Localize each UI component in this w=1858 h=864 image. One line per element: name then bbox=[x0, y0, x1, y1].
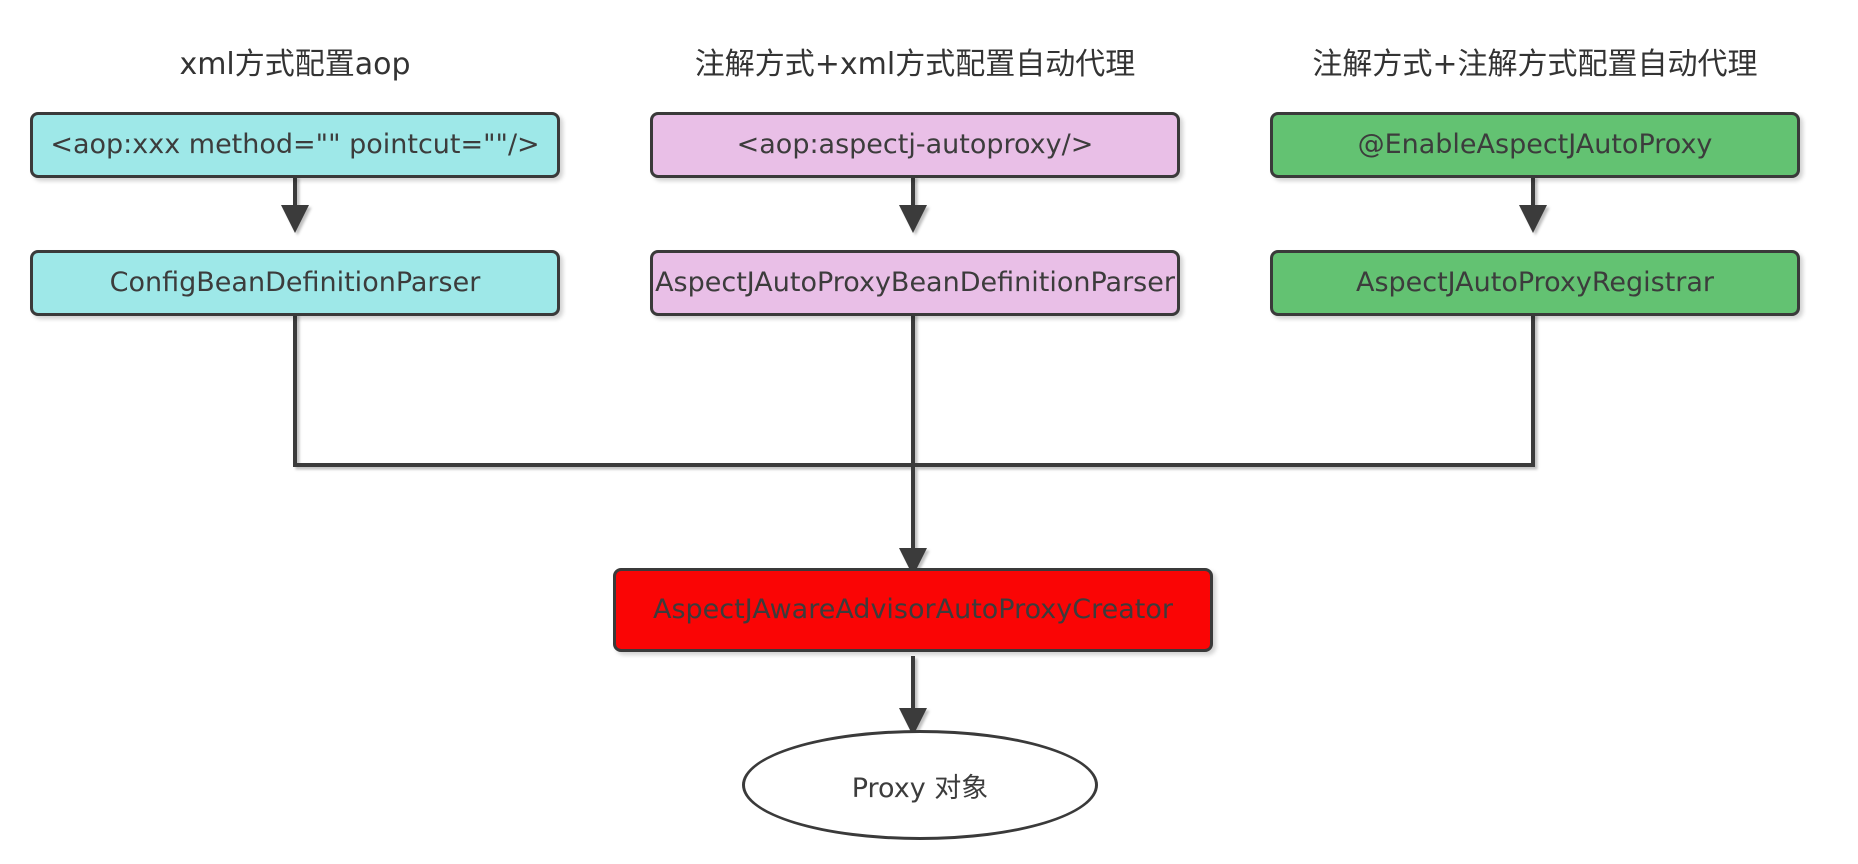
node-aop-xxx-tag[interactable]: <aop:xxx method="" pointcut=""/> bbox=[30, 112, 560, 178]
column-title-xml: xml方式配置aop bbox=[179, 47, 411, 82]
column-title-annotation-annotation: 注解方式+注解方式配置自动代理 bbox=[1312, 47, 1758, 82]
node-aspectj-autoproxy-tag[interactable]: <aop:aspectj-autoproxy/> bbox=[650, 112, 1180, 178]
node-config-bean-definition-parser[interactable]: ConfigBeanDefinitionParser bbox=[30, 250, 560, 316]
node-enable-aspectj-autoproxy[interactable]: @EnableAspectJAutoProxy bbox=[1270, 112, 1800, 178]
node-aspectj-autoproxy-bean-definition-parser[interactable]: AspectJAutoProxyBeanDefinitionParser bbox=[650, 250, 1180, 316]
edge-registrar-to-bus bbox=[913, 313, 1535, 467]
column-title-annotation-xml: 注解方式+xml方式配置自动代理 bbox=[694, 47, 1136, 82]
node-aspectj-aware-advisor-auto-proxy-creator[interactable]: AspectJAwareAdvisorAutoProxyCreator bbox=[613, 568, 1213, 652]
node-aspectj-autoproxy-registrar[interactable]: AspectJAutoProxyRegistrar bbox=[1270, 250, 1800, 316]
node-proxy-object[interactable]: Proxy 对象 bbox=[742, 730, 1098, 840]
edge-parser1-to-bus bbox=[293, 313, 913, 467]
